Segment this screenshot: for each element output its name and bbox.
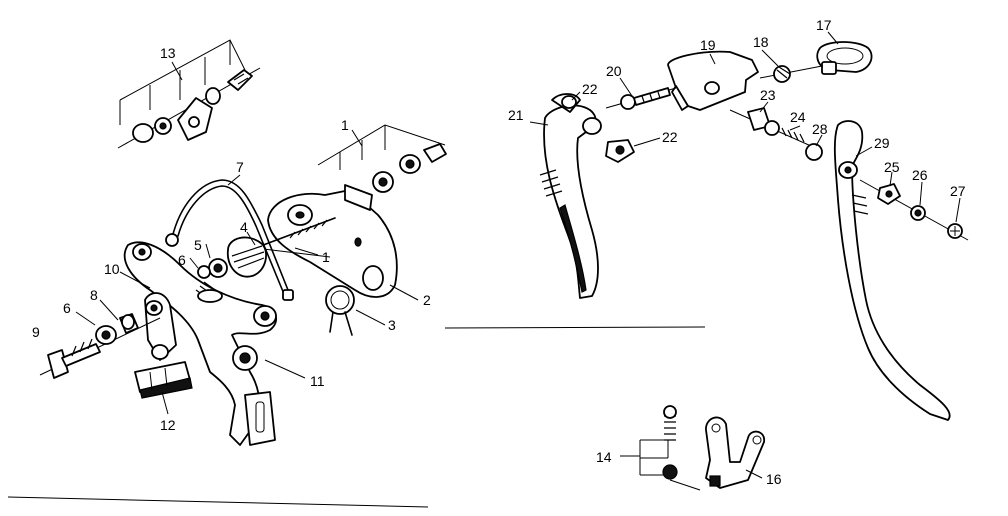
part-17-clamp-band xyxy=(816,41,873,75)
part-22-pivot-nut xyxy=(561,95,635,163)
part-2-caliper-body xyxy=(267,184,398,298)
label-27: 27 xyxy=(950,183,966,199)
label-2: 2 xyxy=(423,292,431,308)
label-14: 14 xyxy=(596,449,612,465)
part-4-adjuster-barrel xyxy=(197,236,267,279)
label-6-upper: 6 xyxy=(178,252,186,268)
label-10: 10 xyxy=(104,261,120,277)
label-16: 16 xyxy=(766,471,782,487)
part-12-brake-shoe xyxy=(134,292,193,399)
label-13: 13 xyxy=(160,45,176,61)
label-22-upper: 22 xyxy=(582,81,598,97)
label-23: 23 xyxy=(760,87,776,103)
label-9: 9 xyxy=(32,324,40,340)
label-8: 8 xyxy=(90,287,98,303)
left-leader-lines xyxy=(75,61,419,415)
caliper-brake-assembly xyxy=(39,39,447,446)
part-11-caliper-arm xyxy=(123,241,278,446)
label-5: 5 xyxy=(194,237,202,253)
part-9-mounting-bolt xyxy=(39,313,161,379)
right-leader-lines xyxy=(529,31,961,479)
label-1-top: 1 xyxy=(341,117,349,133)
label-1-bolt: 1 xyxy=(322,249,330,265)
part-14-cable-anchor xyxy=(639,405,701,491)
part-16-cable-hanger xyxy=(705,416,765,489)
label-7: 7 xyxy=(236,159,244,175)
part-20-pivot-bolt xyxy=(605,87,677,110)
part-7-return-spring xyxy=(165,179,294,301)
part-25-27-lever-hardware xyxy=(859,179,969,241)
part-13-hardware-set xyxy=(117,39,261,149)
label-21: 21 xyxy=(508,107,524,123)
label-6-lower: 6 xyxy=(63,300,71,316)
part-21-short-lever xyxy=(539,93,602,299)
label-12: 12 xyxy=(160,417,176,433)
brake-lever-assembly xyxy=(529,31,969,491)
part-23-adjuster-barrel xyxy=(729,107,823,161)
separator-line-middle xyxy=(444,326,706,329)
separator-line-bottom xyxy=(7,496,429,508)
label-17: 17 xyxy=(816,17,832,33)
label-22-lower: 22 xyxy=(662,129,678,145)
label-18: 18 xyxy=(753,34,769,50)
part-18-clamp-screw xyxy=(759,65,823,83)
label-3: 3 xyxy=(388,317,396,333)
part-29-long-lever xyxy=(833,120,951,421)
part-number-labels: 13 1 7 4 5 6 1 2 3 10 8 6 9 11 12 17 18 … xyxy=(32,17,966,487)
part-19-lever-housing xyxy=(667,50,759,111)
label-26: 26 xyxy=(912,167,928,183)
part-3-coil-spring xyxy=(325,285,355,336)
part-1-hardware-top xyxy=(317,124,447,193)
label-20: 20 xyxy=(606,63,622,79)
label-29: 29 xyxy=(874,135,890,151)
label-28: 28 xyxy=(812,121,828,137)
label-19: 19 xyxy=(700,37,716,53)
label-25: 25 xyxy=(884,159,900,175)
label-4: 4 xyxy=(240,219,248,235)
label-11: 11 xyxy=(310,373,325,389)
label-24: 24 xyxy=(790,109,806,125)
